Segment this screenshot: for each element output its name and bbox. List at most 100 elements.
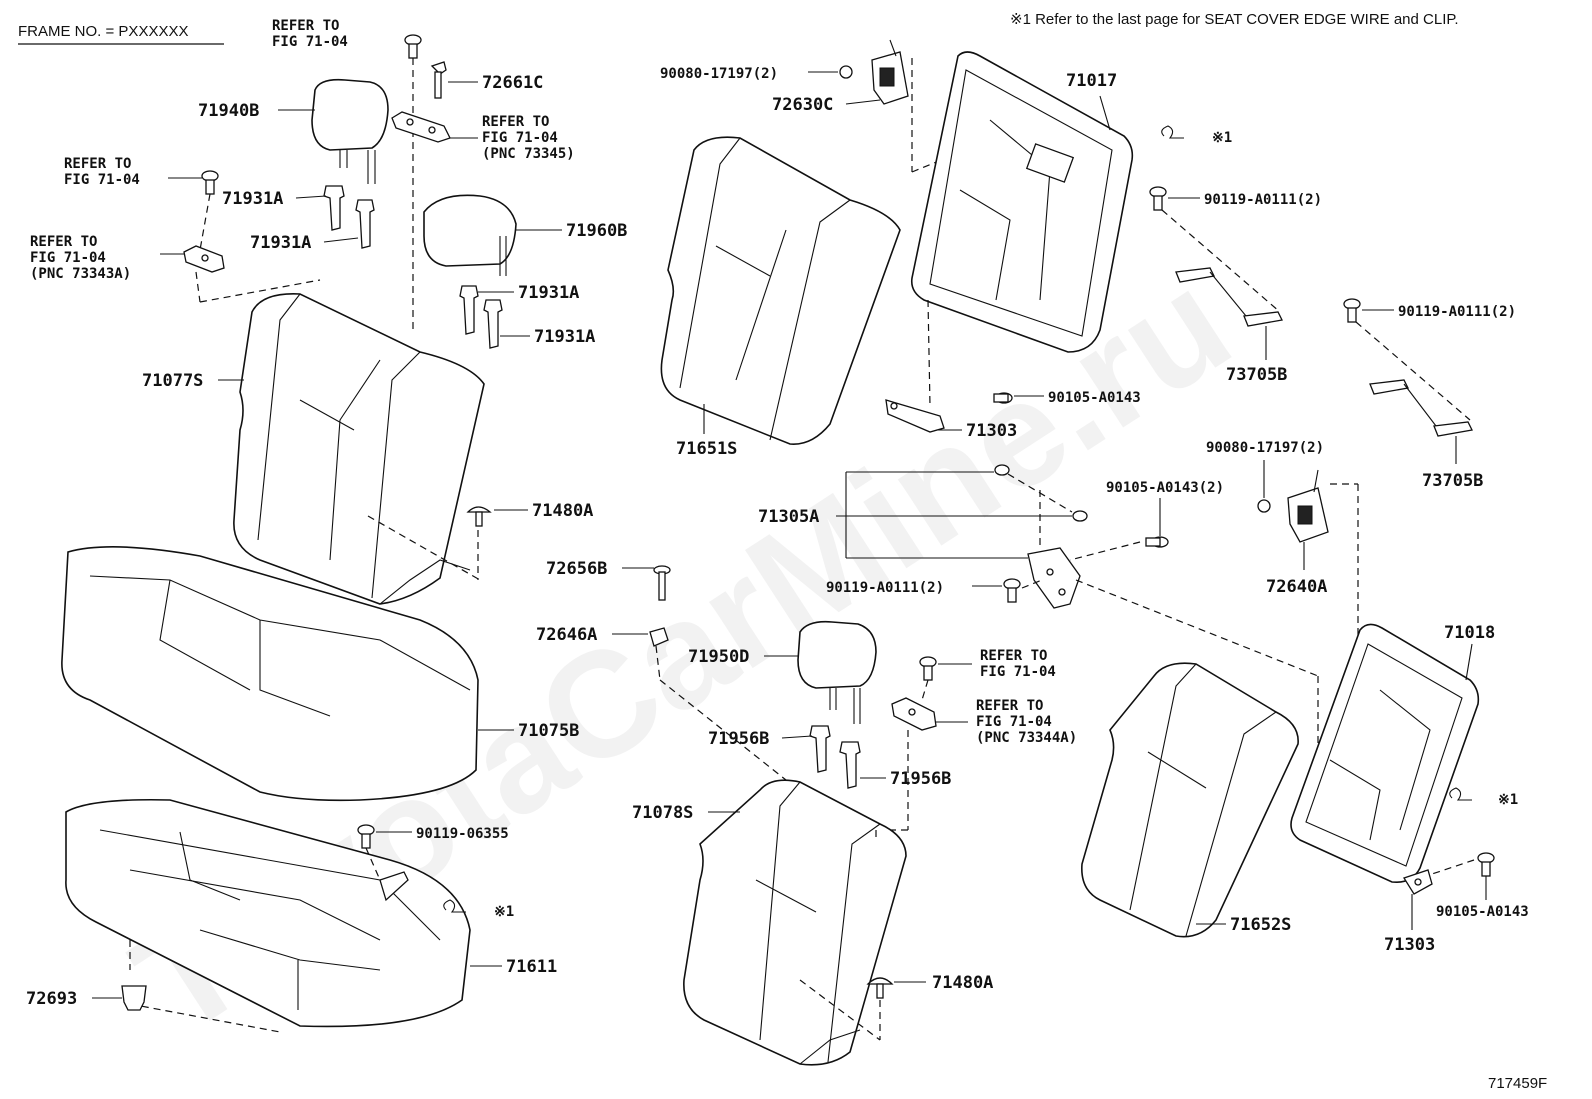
- frame-71018: [1290, 623, 1480, 884]
- refer-label-1-line2: FIG 71-04: [272, 34, 348, 50]
- label-71480a-2[interactable]: 71480A: [932, 973, 993, 993]
- label-71303-2[interactable]: 71303: [1384, 935, 1435, 955]
- bracket-71303-1: [885, 392, 1044, 433]
- label-71940b[interactable]: 71940B: [198, 101, 259, 121]
- refer-label-3-line1: REFER TO: [64, 156, 131, 172]
- wire-clip-mark-3: [1449, 787, 1472, 801]
- screw-72656b: [622, 565, 671, 601]
- label-72630c[interactable]: 72630C: [772, 95, 833, 115]
- label-90080-17197-a[interactable]: 90080-17197(2): [660, 66, 778, 82]
- clip-72646a: [612, 627, 787, 781]
- bracket-73343a: [160, 245, 321, 303]
- label-72693[interactable]: 72693: [26, 989, 77, 1009]
- clip-71480a-left: [466, 506, 528, 580]
- label-71652s[interactable]: 71652S: [1230, 915, 1291, 935]
- label-73705b-1[interactable]: 73705B: [1226, 365, 1287, 385]
- label-71018[interactable]: 71018: [1444, 623, 1495, 643]
- refer-label-4-line2: FIG 71-04: [30, 250, 106, 266]
- figure-code: 717459F: [1488, 1075, 1547, 1092]
- label-90105-a0143-a[interactable]: 90105-A0143: [1048, 390, 1141, 406]
- label-90119-a0111-c[interactable]: 90119-A0111(2): [826, 580, 944, 596]
- refer-label-6-line2: FIG 71-04: [976, 714, 1052, 730]
- bolt-90119-06355: [357, 824, 412, 902]
- refer-label-5-line1: REFER TO: [980, 648, 1047, 664]
- bolt-90119-a0111-c: [972, 578, 1043, 603]
- label-90105-a0143-b[interactable]: 90105-A0143(2): [1106, 480, 1224, 496]
- bolt-90105-a0143-b: [1069, 498, 1169, 561]
- cushion-71075b: [61, 546, 514, 802]
- washers-71305a: [836, 464, 1088, 609]
- label-72661c[interactable]: 72661C: [482, 73, 543, 93]
- clip-72693: [92, 985, 147, 1011]
- wire-clip-mark-1: [443, 899, 466, 913]
- bracket-73344a: [876, 697, 968, 831]
- label-71950d[interactable]: 71950D: [688, 647, 749, 667]
- note-mark-3: ※1: [1498, 792, 1518, 808]
- label-90080-17197-b[interactable]: 90080-17197(2): [1206, 440, 1324, 456]
- headrest-71960b: [423, 194, 562, 276]
- striker-73705b-1: [1149, 186, 1283, 360]
- label-71075b[interactable]: 71075B: [518, 721, 579, 741]
- support-71956b: [781, 725, 886, 789]
- note-mark-1: ※1: [494, 904, 514, 920]
- support-71931a-left: [295, 185, 375, 249]
- bolt-refer-top: [404, 34, 422, 330]
- latch-72630c: [808, 39, 991, 173]
- frame-71017: [910, 51, 1134, 407]
- label-90119-a0111-b[interactable]: 90119-A0111(2): [1398, 304, 1516, 320]
- bracket-71303-2: [1403, 852, 1495, 930]
- refer-label-2-line3: (PNC 73345): [482, 146, 575, 162]
- label-71931a-4[interactable]: 71931A: [534, 327, 595, 347]
- label-72640a[interactable]: 72640A: [1266, 577, 1327, 597]
- label-71078s[interactable]: 71078S: [632, 803, 693, 823]
- headrest-71950d: [764, 620, 877, 724]
- refer-label-6-line1: REFER TO: [976, 698, 1043, 714]
- label-71303-1[interactable]: 71303: [966, 421, 1017, 441]
- latch-72640a: [1257, 460, 1359, 640]
- label-72646a[interactable]: 72646A: [536, 625, 597, 645]
- label-71931a-2[interactable]: 71931A: [250, 233, 311, 253]
- seatback-71652s: [1081, 662, 1299, 938]
- label-71651s[interactable]: 71651S: [676, 439, 737, 459]
- refer-label-4-line1: REFER TO: [30, 234, 97, 250]
- bolt-refer-center: [919, 656, 972, 701]
- label-72656b[interactable]: 72656B: [546, 559, 607, 579]
- wire-clip-mark-2: [1161, 125, 1184, 139]
- label-90119-a0111-a[interactable]: 90119-A0111(2): [1204, 192, 1322, 208]
- cushion-frame-71611: [65, 798, 502, 1033]
- label-71480a-1[interactable]: 71480A: [532, 501, 593, 521]
- label-71611[interactable]: 71611: [506, 957, 557, 977]
- guide-72661c: [430, 61, 478, 99]
- clip-71480a-center: [866, 977, 926, 1040]
- label-71017[interactable]: 71017: [1066, 71, 1117, 91]
- headrest-71940b: [278, 78, 389, 184]
- refer-label-6-line3: (PNC 73344A): [976, 730, 1077, 746]
- striker-73705b-2: [1343, 298, 1473, 464]
- refer-label-2-line1: REFER TO: [482, 114, 549, 130]
- refer-label-3-line2: FIG 71-04: [64, 172, 140, 188]
- support-71931a-right: [459, 285, 530, 349]
- header-note: ※1 Refer to the last page for SEAT COVER…: [1010, 11, 1459, 28]
- label-90105-a0143-c[interactable]: 90105-A0143: [1436, 904, 1529, 920]
- seatback-71078s: [683, 779, 907, 1066]
- label-71931a-1[interactable]: 71931A: [222, 189, 283, 209]
- refer-label-1-line1: REFER TO: [272, 18, 339, 34]
- refer-label-5-line2: FIG 71-04: [980, 664, 1056, 680]
- label-90119-06355[interactable]: 90119-06355: [416, 826, 509, 842]
- label-73705b-2[interactable]: 73705B: [1422, 471, 1483, 491]
- label-71956b-2[interactable]: 71956B: [890, 769, 951, 789]
- bracket-73345: [391, 111, 478, 143]
- note-mark-2: ※1: [1212, 130, 1232, 146]
- bolt-refer-left: [168, 170, 219, 251]
- label-71956b-1[interactable]: 71956B: [708, 729, 769, 749]
- label-71077s[interactable]: 71077S: [142, 371, 203, 391]
- frame-number: FRAME NO. = PXXXXXX: [18, 23, 188, 40]
- refer-label-2-line2: FIG 71-04: [482, 130, 558, 146]
- label-71931a-3[interactable]: 71931A: [518, 283, 579, 303]
- seatback-71651s: [660, 136, 901, 445]
- seatback-71077s: [218, 293, 485, 605]
- refer-label-4-line3: (PNC 73343A): [30, 266, 131, 282]
- label-71960b[interactable]: 71960B: [566, 221, 627, 241]
- label-71305a[interactable]: 71305A: [758, 507, 819, 527]
